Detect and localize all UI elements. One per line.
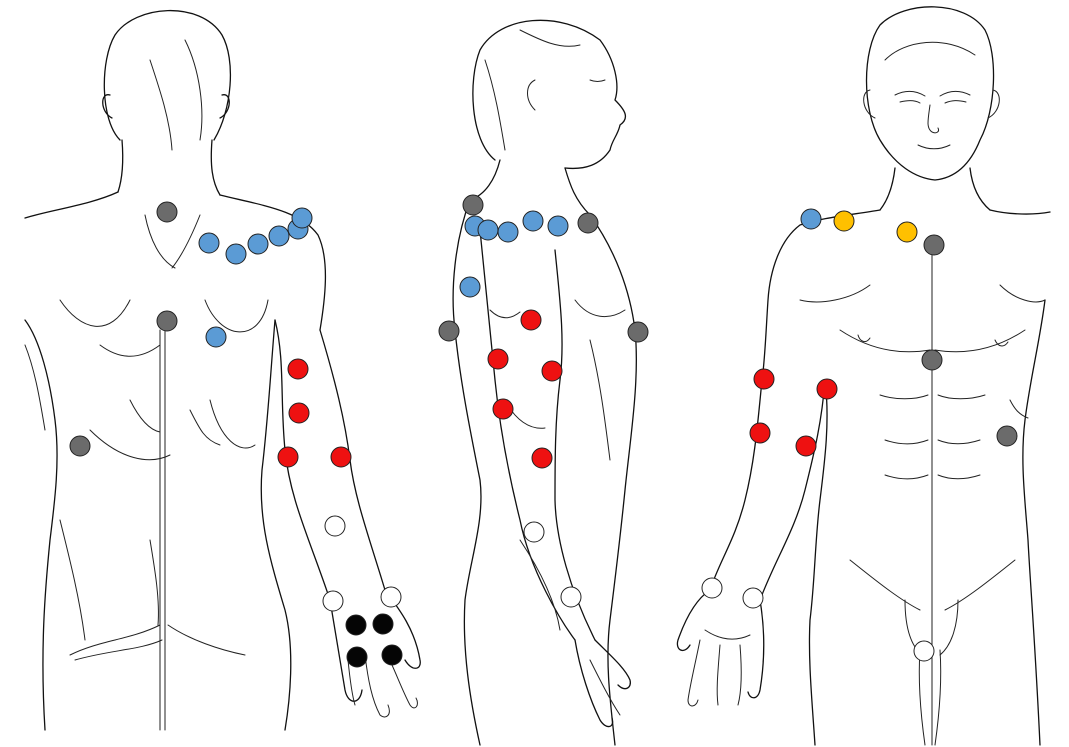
black-marker-dot: [382, 645, 402, 665]
blue-marker-dot: [199, 233, 219, 253]
blue-marker-dot: [498, 222, 518, 242]
red-marker-dot: [817, 379, 837, 399]
red-marker-dot: [289, 403, 309, 423]
gray-marker-dot: [70, 436, 90, 456]
white-marker-dot: [323, 591, 343, 611]
gray-marker-dot: [439, 321, 459, 341]
gray-marker-dot: [157, 202, 177, 222]
red-marker-dot: [754, 369, 774, 389]
red-marker-dot: [493, 399, 513, 419]
blue-marker-dot: [460, 277, 480, 297]
white-marker-dot: [743, 588, 763, 608]
white-marker-dot: [381, 587, 401, 607]
white-marker-dot: [524, 522, 544, 542]
blue-marker-dot: [206, 327, 226, 347]
front-view-figure: [677, 7, 1050, 745]
yellow-marker-dot: [897, 222, 917, 242]
gray-marker-dot: [578, 213, 598, 233]
blue-marker-dot: [478, 220, 498, 240]
red-marker-dot: [331, 447, 351, 467]
blue-marker-dot: [248, 234, 268, 254]
red-marker-dot: [521, 310, 541, 330]
white-marker-dot: [561, 587, 581, 607]
blue-marker-dot: [226, 244, 246, 264]
red-marker-dot: [532, 448, 552, 468]
gray-marker-dot: [924, 235, 944, 255]
blue-marker-dot: [292, 208, 312, 228]
black-marker-dot: [347, 647, 367, 667]
red-marker-dot: [750, 423, 770, 443]
gray-marker-dot: [997, 426, 1017, 446]
blue-marker-dot: [548, 216, 568, 236]
red-marker-dot: [278, 447, 298, 467]
gray-marker-dot: [157, 311, 177, 331]
gray-marker-dot: [628, 322, 648, 342]
white-marker-dot: [702, 578, 722, 598]
black-marker-dot: [346, 615, 366, 635]
gray-marker-dot: [463, 195, 483, 215]
side-view-figure: [453, 20, 636, 745]
red-marker-dot: [288, 359, 308, 379]
marker-layer: [70, 195, 1017, 667]
red-marker-dot: [488, 349, 508, 369]
blue-marker-dot: [801, 209, 821, 229]
white-marker-dot: [325, 516, 345, 536]
yellow-marker-dot: [834, 211, 854, 231]
gray-marker-dot: [922, 350, 942, 370]
black-marker-dot: [373, 614, 393, 634]
red-marker-dot: [796, 436, 816, 456]
blue-marker-dot: [523, 211, 543, 231]
red-marker-dot: [542, 361, 562, 381]
blue-marker-dot: [269, 226, 289, 246]
white-marker-dot: [914, 641, 934, 661]
